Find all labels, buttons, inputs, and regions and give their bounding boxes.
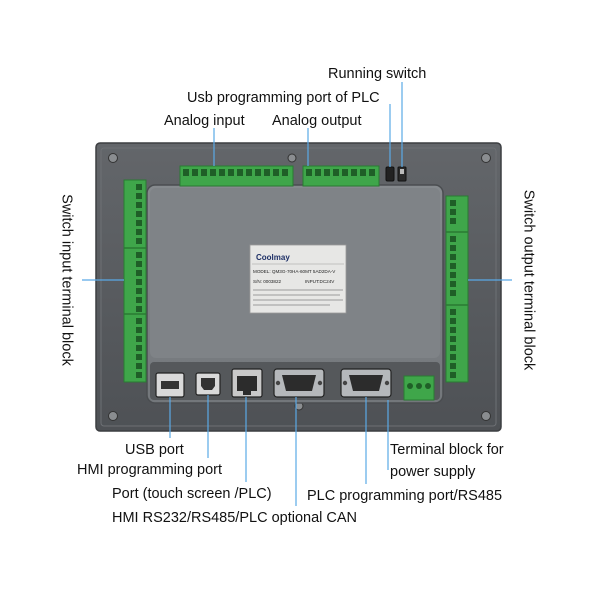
plc-programming-port-rs485-label: PLC programming port/RS485 xyxy=(307,488,503,504)
nameplate: Coolmay MODEL: QM3G-70HA-60MT 5AD2DA-V S… xyxy=(249,244,347,314)
terminal-block-power-label-line2: power supply xyxy=(390,464,476,480)
port-touch-screen-plc-label: Port (touch screen /PLC) xyxy=(112,486,272,502)
db9-port-plc xyxy=(340,368,392,398)
db9-port-hmi xyxy=(273,368,325,398)
callout-lines xyxy=(82,82,512,506)
rj45-port xyxy=(231,368,263,398)
switch-input-terminal-block xyxy=(123,179,147,383)
running-switch-label: Running switch xyxy=(328,66,427,82)
plc-usb-port xyxy=(385,166,395,182)
screw-icon xyxy=(108,153,491,421)
analog-input-label: Analog input xyxy=(164,113,245,129)
nameplate-serial: S/N: 0003822 xyxy=(253,279,282,284)
usb-programming-port-plc-label: Usb programming port of PLC xyxy=(187,90,380,106)
analog-output-terminal-block xyxy=(302,165,380,187)
nameplate-model: MODEL: QM3G-70HA-60MT 5AD2DA-V xyxy=(253,269,336,274)
usb-b-port xyxy=(195,372,221,396)
power-terminal-block xyxy=(403,375,435,401)
running-switch xyxy=(397,166,407,182)
hmi-rs232-rs485-can-label: HMI RS232/RS485/PLC optional CAN xyxy=(112,510,358,526)
terminal-block-power-label-line1: Terminal block for xyxy=(390,442,504,458)
usb-a-port xyxy=(155,372,185,398)
hmi-programming-port-label: HMI programming port xyxy=(77,462,223,478)
analog-input-terminal-block xyxy=(179,165,294,187)
usb-port-label: USB port xyxy=(125,442,184,458)
nameplate-brand: Coolmay xyxy=(256,253,290,262)
switch-output-terminal-block xyxy=(445,195,469,383)
analog-output-label: Analog output xyxy=(272,113,362,129)
nameplate-input: INPUT:DC24V xyxy=(305,279,335,284)
